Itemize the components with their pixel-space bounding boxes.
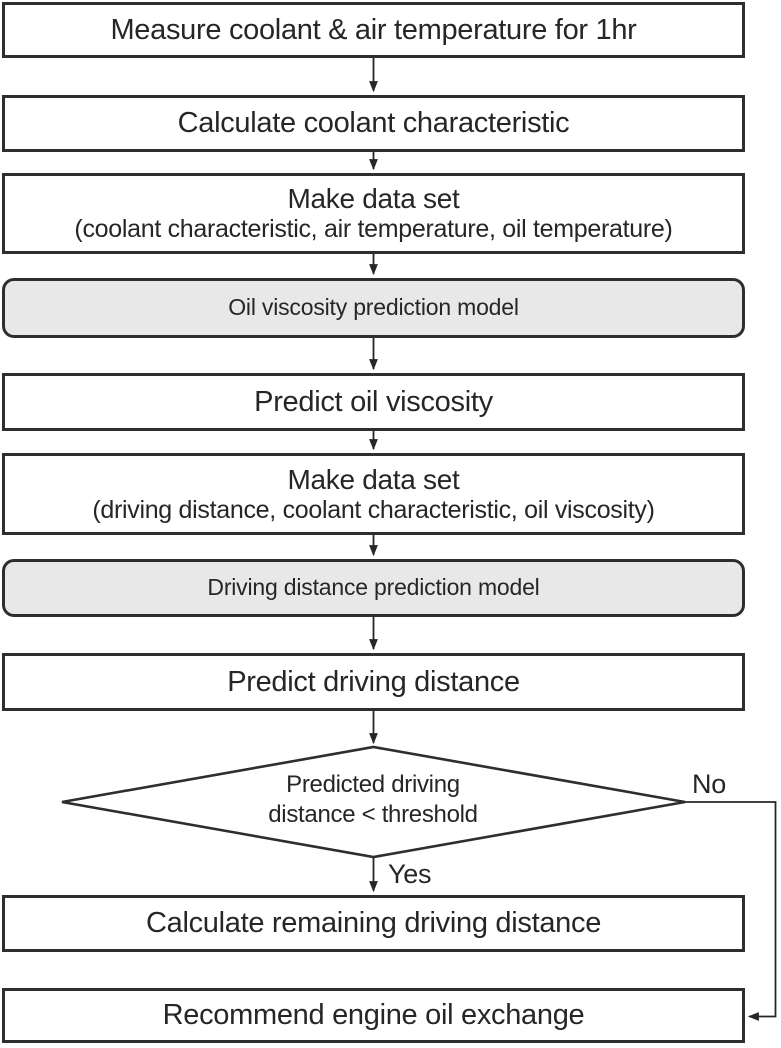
node-oil-viscosity-prediction-model-label: Oil viscosity prediction model (228, 294, 519, 321)
node-make-dataset-oil-line2: (coolant characteristic, air temperature… (74, 215, 673, 244)
node-predict-oil-viscosity: Predict oil viscosity (2, 373, 745, 431)
node-recommend-engine-oil-exchange: Recommend engine oil exchange (2, 988, 745, 1043)
decision-diamond (61, 745, 686, 859)
node-calculate-coolant-characteristic: Calculate coolant characteristic (2, 95, 745, 152)
node-make-dataset-driving-line1: Make data set (287, 463, 460, 495)
edge-label-no: No (692, 769, 726, 799)
decision-threshold-text: Predicted driving distance < threshold (173, 770, 573, 830)
node-make-dataset-driving: Make data set (driving distance, coolant… (2, 453, 745, 535)
node-predict-oil-viscosity-label: Predict oil viscosity (254, 385, 493, 418)
node-calculate-remaining-driving-distance: Calculate remaining driving distance (2, 895, 745, 952)
node-predict-driving-distance: Predict driving distance (2, 653, 745, 711)
node-make-dataset-oil: Make data set (coolant characteristic, a… (2, 173, 745, 254)
node-recommend-engine-oil-exchange-label: Recommend engine oil exchange (162, 999, 585, 1032)
decision-threshold-line1: Predicted driving (286, 771, 460, 798)
node-driving-distance-prediction-model: Driving distance prediction model (2, 559, 745, 617)
edge-label-yes: Yes (388, 859, 432, 889)
node-make-dataset-oil-line1: Make data set (287, 183, 460, 215)
decision-threshold-line2: distance < threshold (268, 801, 478, 828)
node-make-dataset-driving-line2: (driving distance, coolant characteristi… (92, 495, 655, 524)
node-calculate-remaining-driving-distance-label: Calculate remaining driving distance (145, 907, 602, 940)
node-measure-temperature: Measure coolant & air temperature for 1h… (2, 2, 745, 58)
no-path-to-recommend (685, 801, 777, 1021)
node-driving-distance-prediction-model-label: Driving distance prediction model (207, 574, 540, 601)
node-measure-temperature-label: Measure coolant & air temperature for 1h… (110, 13, 637, 46)
node-oil-viscosity-prediction-model: Oil viscosity prediction model (2, 278, 745, 338)
node-predict-driving-distance-label: Predict driving distance (227, 665, 520, 698)
node-calculate-coolant-characteristic-label: Calculate coolant characteristic (177, 107, 570, 140)
